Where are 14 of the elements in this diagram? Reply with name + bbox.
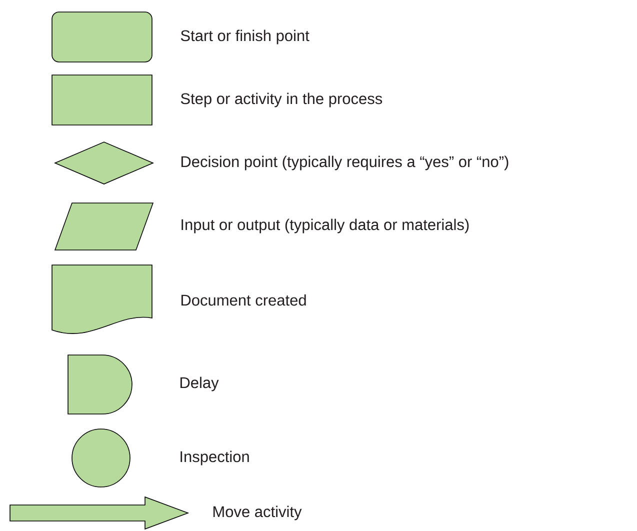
delay-symbol — [68, 354, 132, 414]
symbol-description: Start or finish point — [180, 30, 310, 44]
symbol-description: Step or activity in the process — [180, 92, 382, 108]
block-arrow-symbol — [10, 496, 190, 530]
process-symbol — [52, 74, 152, 126]
symbol-description: Move activity — [213, 506, 302, 520]
symbol-description: Delay — [180, 376, 219, 392]
symbol-description: Inspection — [180, 450, 249, 466]
terminal-symbol — [52, 12, 152, 62]
symbol-description: Input or output (typically data or materials) — [182, 218, 469, 234]
inspection-symbol — [72, 428, 130, 488]
symbol-description: Document created — [181, 294, 306, 306]
symbol-description: Decision point (typically requires a “yes” or “no”) — [181, 156, 508, 170]
document-symbol — [52, 264, 152, 334]
